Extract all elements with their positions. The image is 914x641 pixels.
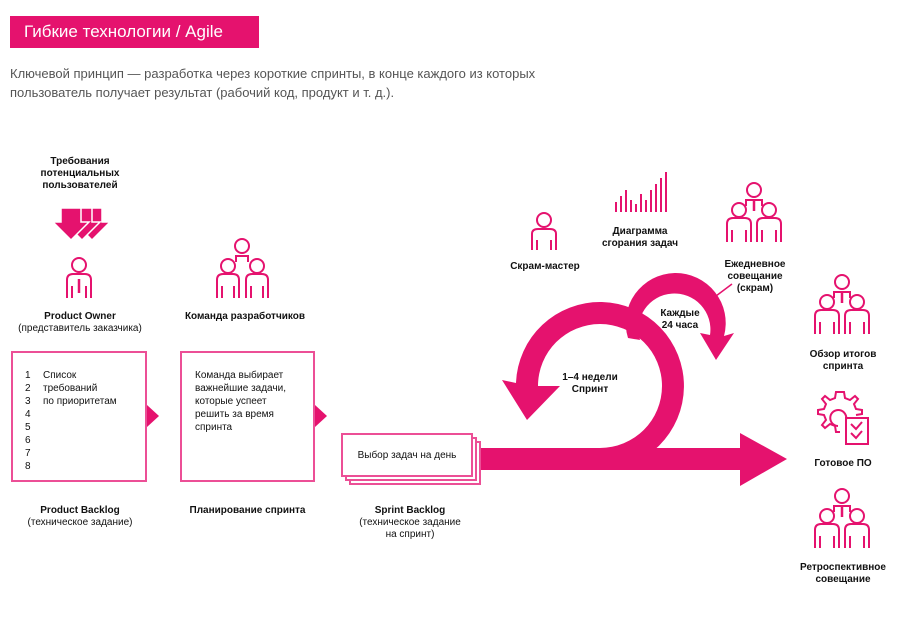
daily-loop-line-1: Каждые <box>660 308 700 319</box>
planning-text-line: Команда выбирает <box>195 370 284 381</box>
page-title: Гибкие технологии / Agile <box>10 16 259 48</box>
daily-line-2: совещание <box>727 271 783 282</box>
team-with-tie-icon <box>814 274 870 334</box>
team-with-tie-icon <box>726 182 782 242</box>
sprint-backlog-card: Выбор задач на день <box>341 433 473 477</box>
planning-text-line: решить за время <box>195 409 274 420</box>
ready-software-label: Готовое ПО <box>814 458 872 469</box>
daily-loop-arrow <box>625 273 734 360</box>
sprint-loop-line-1: 1–4 недели <box>562 372 618 383</box>
sprint-backlog-card-text: Выбор задач на день <box>357 449 457 461</box>
planning-text-line: важнейшие задачи, <box>195 383 286 394</box>
sprint-backlog-subtitle-1: (техническое задание <box>359 517 461 528</box>
backlog-number: 7 <box>25 448 31 459</box>
backlog-number: 4 <box>25 409 31 420</box>
product-backlog-subtitle: (техническое задание) <box>27 517 133 528</box>
backlog-text-line: требований <box>43 383 98 394</box>
person-with-tie-icon <box>66 257 92 298</box>
requirements-line-1: Требования <box>50 156 110 167</box>
backlog-numbers: 1 2 3 4 5 6 7 8 <box>25 369 31 473</box>
flow-arrow-icon <box>147 405 159 427</box>
intro-text: Ключевой принцип — разработка через коро… <box>10 64 630 102</box>
sprint-review-label: Обзор итогов спринта <box>795 349 891 373</box>
backlog-number: 5 <box>25 422 31 433</box>
flow-arrow-icon <box>315 405 327 427</box>
retro-line-2: совещание <box>815 574 871 585</box>
backlog-description: Список требований по приоритетам <box>43 369 117 408</box>
backlog-text-line: Список <box>43 370 77 381</box>
daily-meeting-label: Ежедневное совещание (скрам) <box>710 259 800 295</box>
sprint-planning-text: Команда выбирает важнейшие задачи, котор… <box>195 369 286 434</box>
product-backlog-box: 1 2 3 4 5 6 7 8 Список требований по при… <box>11 351 147 482</box>
daily-line-1: Ежедневное <box>724 259 786 270</box>
gear-checklist-icon <box>817 391 869 445</box>
sprint-backlog-title: Sprint Backlog <box>374 505 446 516</box>
planning-text-line: спринта <box>195 422 233 433</box>
backlog-number: 6 <box>25 435 31 446</box>
backlog-number: 3 <box>25 396 31 407</box>
scrum-master-label: Скрам-мастер <box>510 261 580 272</box>
retrospective-label: Ретроспективное совещание <box>790 562 896 586</box>
requirements-label: Требования потенциальных пользователей <box>20 156 140 192</box>
review-line-2: спринта <box>822 361 864 372</box>
sprint-backlog-label: Sprint Backlog (техническое задание на с… <box>340 505 480 541</box>
daily-line-3: (скрам) <box>736 283 774 294</box>
product-owner-label: Product Owner (представитель заказчика) <box>0 311 160 335</box>
planning-text-line: которые успеет <box>195 396 267 407</box>
sprint-backlog-subtitle-2: на спринт) <box>385 529 435 540</box>
sprint-planning-box: Команда выбирает важнейшие задачи, котор… <box>180 351 315 482</box>
triple-down-arrow-icon <box>51 207 112 242</box>
sprint-loop-label: 1–4 недели Спринт <box>555 372 625 396</box>
review-line-1: Обзор итогов <box>809 349 877 360</box>
bar-chart-icon <box>615 172 667 212</box>
requirements-line-3: пользователей <box>42 180 118 191</box>
team-with-tie-icon <box>814 488 870 548</box>
product-owner-subtitle: (представитель заказчика) <box>18 323 142 334</box>
backlog-number: 2 <box>25 383 31 394</box>
dev-team-label: Команда разработчиков <box>184 311 306 322</box>
sprint-planning-label: Планирование спринта <box>189 505 306 516</box>
daily-loop-line-2: 24 часа <box>661 320 699 331</box>
product-backlog-title: Product Backlog <box>40 505 120 516</box>
team-icon <box>216 238 269 298</box>
backlog-number: 8 <box>25 461 31 472</box>
backlog-number: 1 <box>25 370 31 381</box>
person-icon <box>531 212 557 250</box>
sprint-loop-line-2: Спринт <box>571 384 609 395</box>
intro-line-2: пользователь получает результат (рабочий… <box>10 85 395 100</box>
burndown-line-2: сгорания задач <box>601 238 679 249</box>
burndown-line-1: Диаграмма <box>612 226 668 237</box>
intro-line-1: Ключевой принцип — разработка через коро… <box>10 66 536 81</box>
daily-connector <box>715 283 733 297</box>
retro-line-1: Ретроспективное <box>800 562 886 573</box>
sprint-loop-arrow <box>480 302 787 486</box>
daily-loop-label: Каждые 24 часа <box>645 308 715 332</box>
product-owner-title: Product Owner <box>44 311 116 322</box>
product-backlog-label: Product Backlog (техническое задание) <box>0 505 160 529</box>
requirements-line-2: потенциальных <box>40 168 120 179</box>
burndown-label: Диаграмма сгорания задач <box>590 226 690 250</box>
backlog-text-line: по приоритетам <box>43 396 117 407</box>
